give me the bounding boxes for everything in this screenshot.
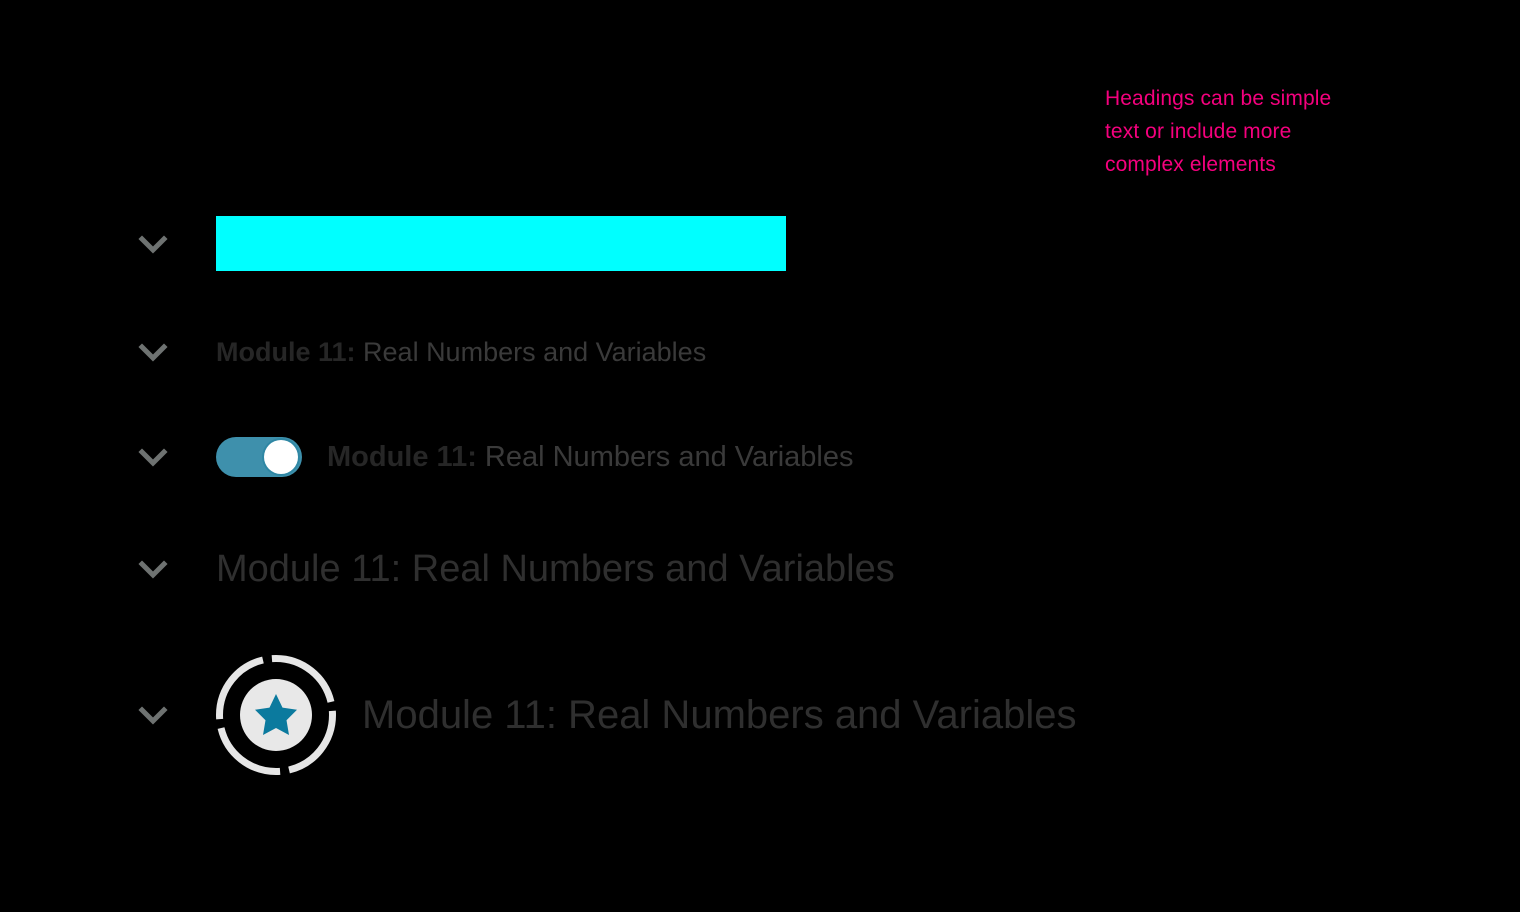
accordion-row-redacted[interactable] bbox=[130, 216, 786, 271]
accordion-heading-large: Module 11: Real Numbers and Variables bbox=[216, 548, 895, 590]
accordion-row-text-large[interactable]: Module 11: Real Numbers and Variables bbox=[130, 546, 895, 592]
chevron-down-icon[interactable] bbox=[130, 434, 176, 480]
chevron-down-icon[interactable] bbox=[130, 692, 176, 738]
heading-strong-part: Module 11: bbox=[216, 337, 356, 367]
accordion-row-toggle[interactable]: Module 11: Real Numbers and Variables bbox=[130, 434, 854, 480]
accordion-heading-xlarge: Module 11: Real Numbers and Variables bbox=[362, 693, 1077, 737]
chevron-down-icon[interactable] bbox=[130, 221, 176, 267]
heading-strong-part: Module 11: bbox=[327, 441, 477, 473]
annotation-callout: Headings can be simple text or include m… bbox=[1105, 82, 1405, 181]
accordion-heading-medium: Module 11: Real Numbers and Variables bbox=[327, 441, 854, 473]
heading-normal-part: Real Numbers and Variables bbox=[355, 337, 707, 367]
accordion-heading-small: Module 11: Real Numbers and Variables bbox=[216, 337, 706, 367]
chevron-down-icon[interactable] bbox=[130, 329, 176, 375]
accordion-row-badge[interactable]: Module 11: Real Numbers and Variables bbox=[130, 655, 1076, 775]
star-badge-icon bbox=[216, 655, 336, 775]
heading-normal-part: Real Numbers and Variables bbox=[476, 441, 854, 473]
annotation-line-1: Headings can be simple bbox=[1105, 87, 1332, 110]
annotation-line-3: complex elements bbox=[1105, 153, 1276, 176]
annotation-line-2: text or include more bbox=[1105, 120, 1292, 143]
accordion-row-text-small[interactable]: Module 11: Real Numbers and Variables bbox=[130, 329, 706, 375]
redaction-bar bbox=[216, 216, 786, 271]
chevron-down-icon[interactable] bbox=[130, 546, 176, 592]
toggle-knob bbox=[264, 440, 298, 474]
toggle-switch[interactable] bbox=[216, 437, 302, 477]
